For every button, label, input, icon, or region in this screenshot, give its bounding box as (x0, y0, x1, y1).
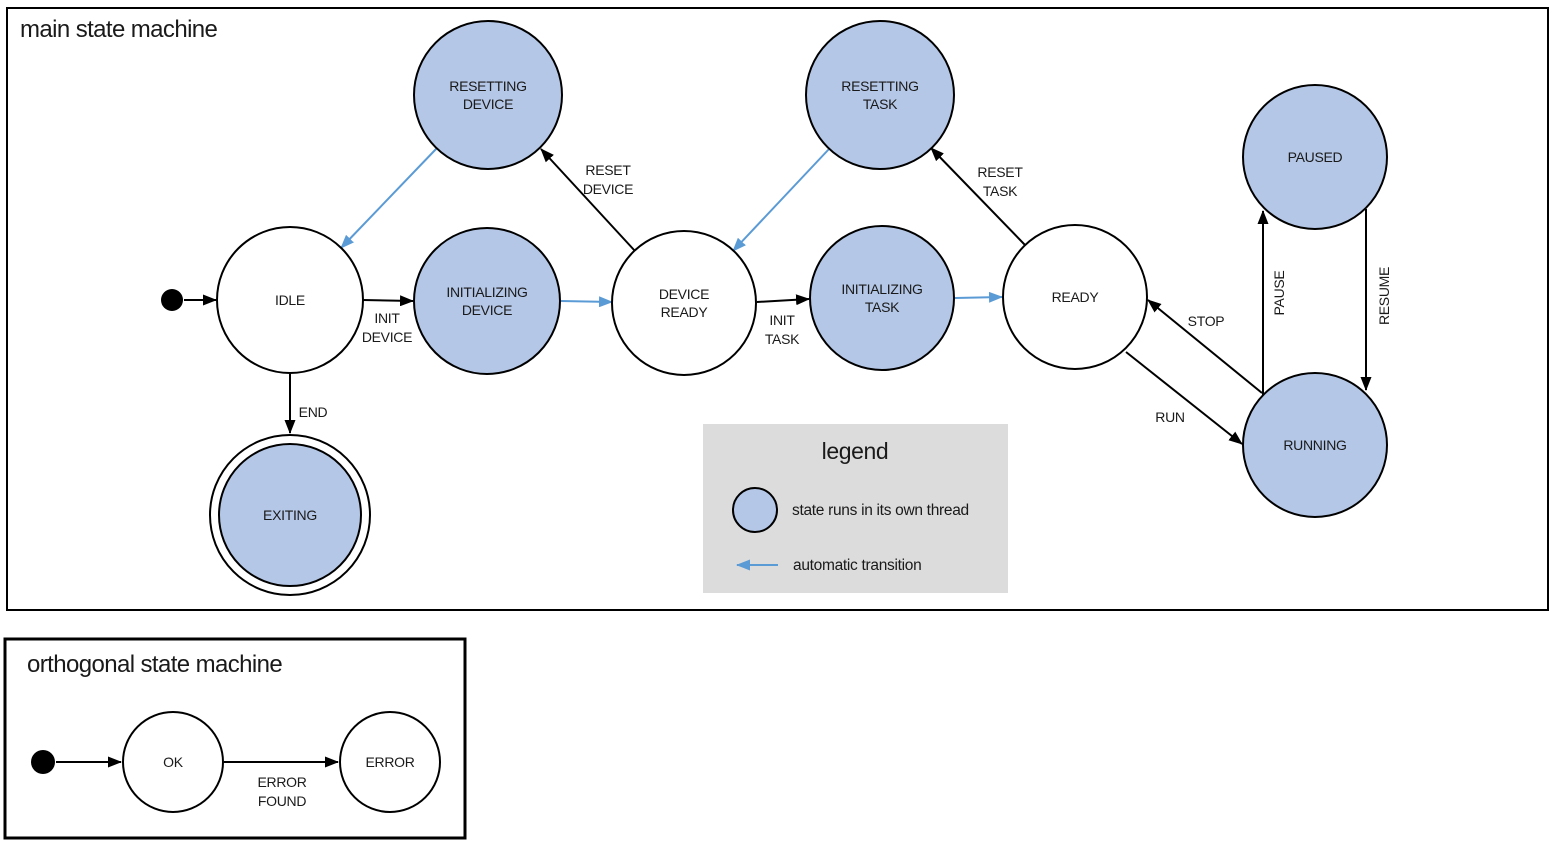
legend-item-label: automatic transition (793, 557, 921, 574)
transition-label: TASK (765, 331, 800, 347)
state-circle (1242, 84, 1388, 230)
state-label: DEVICE (462, 302, 512, 318)
state-circle (413, 227, 561, 375)
state-label: RUNNING (1283, 437, 1346, 453)
transition-label: RUN (1155, 409, 1184, 425)
state-initializing-device: INITIALIZING DEVICE (413, 227, 561, 375)
transition-label: TASK (983, 183, 1018, 199)
transition-arrow (1125, 351, 1243, 445)
auto-transition-resetting-task-to-device-ready (732, 148, 830, 252)
transition-pause: PAUSE (1257, 210, 1287, 395)
transition-label: DEVICE (362, 329, 412, 345)
legend-panel: legend state runs in its own thread auto… (703, 424, 1008, 593)
transition-label: RESET (585, 162, 631, 178)
state-label: INITIALIZING (841, 281, 922, 297)
state-running: RUNNING (1242, 372, 1388, 518)
state-resetting-task: RESETTING TASK (805, 20, 955, 170)
transition-arrow (930, 147, 1026, 246)
transition-label: INIT (374, 310, 400, 326)
state-label: RESETTING (449, 78, 526, 94)
transition-label: RESUME (1376, 267, 1392, 325)
legend-item-label: state runs in its own thread (792, 502, 969, 519)
transition-arrow (540, 148, 636, 252)
state-paused: PAUSED (1242, 84, 1388, 230)
orthogonal-panel-border (3, 637, 467, 840)
transition-label: INIT (769, 312, 795, 328)
state-circle (1242, 372, 1388, 518)
main-panel-title: main state machine (20, 16, 218, 43)
state-idle: IDLE (216, 226, 364, 374)
transition-arrow (362, 295, 414, 307)
transition-error-found: ERROR FOUND (224, 756, 339, 809)
orthogonal-panel-title: orthogonal state machine (27, 651, 282, 678)
state-label: READY (1052, 289, 1100, 305)
legend-title: legend (822, 438, 889, 464)
state-error: ERROR (339, 711, 441, 813)
state-label: DEVICE (463, 96, 513, 112)
state-circle (1002, 224, 1148, 370)
transition-label: PAUSE (1271, 271, 1287, 316)
automatic-transition-arrow (954, 291, 1003, 303)
state-circle (413, 20, 563, 170)
transition-init-task: INIT TASK (756, 294, 810, 347)
threaded-state-legend-icon (732, 487, 778, 533)
transition-label: RESET (977, 164, 1023, 180)
orthogonal-state-machine-panel: orthogonal state machine ERROR FOUND OK … (3, 637, 467, 840)
state-label: PAUSED (1288, 149, 1343, 165)
transition-init-device: INIT DEVICE (362, 295, 414, 345)
initial-state-marker (161, 289, 183, 311)
state-ready: READY (1002, 224, 1148, 370)
auto-transition-initializing-task-to-ready (954, 291, 1003, 303)
transition-stop: STOP (1147, 299, 1263, 394)
state-device-ready: DEVICE READY (611, 230, 757, 376)
state-label: INITIALIZING (446, 284, 527, 300)
state-circle (339, 711, 441, 813)
transition-label: END (299, 404, 328, 420)
transition-label: ERROR (257, 774, 306, 790)
state-circle (218, 443, 362, 587)
automatic-transition-arrow (560, 296, 613, 308)
state-resetting-device: RESETTING DEVICE (413, 20, 563, 170)
state-circle (805, 20, 955, 170)
transition-arrow (1147, 299, 1263, 394)
state-label: EXITING (263, 507, 317, 523)
state-ok: OK (122, 711, 224, 813)
state-circle (216, 226, 364, 374)
auto-transition-resetting-device-to-idle (340, 147, 438, 249)
transition-arrow (756, 294, 810, 306)
transition-resume: RESUME (1360, 209, 1392, 391)
main-panel-border (6, 7, 1549, 611)
transition-end: END (284, 374, 328, 434)
state-initializing-task: INITIALIZING TASK (809, 225, 955, 371)
transition-run: RUN (1125, 351, 1243, 445)
state-circle (611, 230, 757, 376)
state-label: IDLE (275, 292, 305, 308)
transition-label: DEVICE (583, 181, 633, 197)
state-label: READY (661, 304, 709, 320)
automatic-transition-arrow (340, 147, 438, 249)
state-label: TASK (863, 96, 898, 112)
auto-transition-initializing-device-to-device-ready (560, 296, 613, 308)
state-circle (122, 711, 224, 813)
state-label: DEVICE (659, 286, 709, 302)
state-circle (809, 225, 955, 371)
automatic-transition-arrow (732, 148, 830, 252)
transition-reset-device: RESET DEVICE (540, 148, 636, 252)
transition-reset-task: RESET TASK (930, 147, 1026, 246)
state-label: OK (163, 754, 184, 770)
state-label: RESETTING (841, 78, 918, 94)
state-label: TASK (865, 299, 900, 315)
state-label: ERROR (365, 754, 414, 770)
transition-label: FOUND (258, 793, 306, 809)
initial-state-marker (31, 750, 55, 774)
main-state-machine-panel: main state machine INIT DEVICE INIT TASK… (6, 7, 1549, 611)
state-exiting-final: EXITING (209, 434, 371, 596)
transition-label: STOP (1188, 313, 1225, 329)
